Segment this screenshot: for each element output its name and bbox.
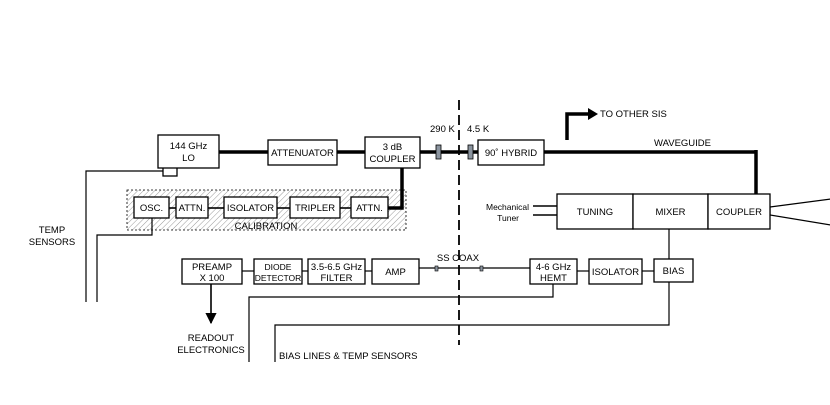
temp-sensors-label-line1: TEMP — [39, 225, 65, 236]
hemt-bias-line — [248, 284, 554, 362]
temp-sensor-line-1 — [85, 170, 163, 302]
preamp-label-line2: X 100 — [200, 273, 225, 284]
temp-45k-label: 4.5 K — [467, 124, 490, 135]
tuning-block: TUNING — [556, 193, 634, 230]
coax-connector-2 — [479, 265, 484, 272]
mixer-label: MIXER — [655, 207, 685, 218]
temp-sensor-line-2 — [96, 216, 153, 302]
coupler-horn-block: COUPLER — [707, 193, 771, 230]
attenuator-label: ATTENUATOR — [271, 148, 334, 159]
bias-label: BIAS — [663, 266, 685, 277]
temp-290k-label: 290 K — [430, 124, 455, 135]
attenuator-block: ATTENUATOR — [267, 139, 338, 166]
bias-block: BIAS — [653, 258, 694, 283]
readout-label-line1: READOUT — [188, 333, 235, 344]
tuning-label: TUNING — [577, 207, 613, 218]
isolator-cal-block: ISOLATOR — [223, 196, 278, 219]
osc-label: OSC. — [140, 203, 163, 214]
preamp-label-line1: PREAMP — [192, 262, 232, 273]
coupler3db-label-line2: COUPLER — [370, 154, 416, 165]
coax-connector-1 — [434, 265, 439, 272]
flange-45k — [467, 144, 474, 160]
ss-coax-label: SS COAX — [437, 253, 480, 264]
lo-label-line2: LO — [182, 153, 195, 164]
osc-block: OSC. — [133, 196, 170, 219]
attn2-block: ATTN. — [350, 196, 389, 219]
cal-to-coupler-line — [388, 165, 404, 210]
isolator-if-block: ISOLATOR — [588, 258, 643, 285]
bias-lines-label: BIAS LINES & TEMP SENSORS — [279, 351, 418, 362]
tripler-block: TRIPLER — [289, 196, 341, 219]
filter-block: 3.5-6.5 GHz FILTER — [307, 258, 366, 285]
attn1-block: ATTN. — [175, 196, 209, 219]
mech-tuner-label-line1: Mechanical — [486, 202, 529, 212]
hybrid-block: 90˚ HYBRID — [477, 139, 545, 166]
amp-label: AMP — [385, 267, 406, 278]
flange-290k — [435, 144, 442, 160]
hybrid-label: 90˚ HYBRID — [485, 148, 537, 159]
diode-label-line2: DETECTOR — [255, 273, 302, 283]
filter-label-line2: FILTER — [320, 273, 352, 284]
attn2-label: ATTN. — [356, 203, 383, 214]
readout-label-line2: ELECTRONICS — [177, 345, 245, 356]
temp-sensors-label-line2: SENSORS — [29, 237, 75, 248]
feed-horn — [769, 198, 830, 226]
to-other-sis-label: TO OTHER SIS — [600, 109, 667, 120]
lo-block: 144 GHz LO — [157, 134, 220, 169]
diode-label-line1: DIODE — [265, 262, 292, 272]
coupler-horn-label: COUPLER — [716, 207, 762, 218]
hemt-label-line2: HEMT — [540, 273, 567, 284]
to-other-sis-line — [565, 112, 590, 140]
preamp-block: PREAMP X 100 — [181, 258, 243, 285]
to-other-sis-arrow — [588, 108, 598, 120]
bias-sensor-line — [274, 282, 670, 362]
filter-label-line1: 3.5-6.5 GHz — [311, 262, 362, 273]
isolator-if-label: ISOLATOR — [592, 267, 639, 278]
hemt-label-line1: 4-6 GHz — [536, 262, 572, 273]
tripler-label: TRIPLER — [295, 203, 335, 214]
diode-block: DIODE DETECTOR — [253, 258, 303, 285]
amp-block: AMP — [371, 258, 420, 285]
lo-label-line1: 144 GHz — [170, 141, 208, 152]
coupler3db-label-line1: 3 dB — [383, 142, 403, 153]
attn1-label: ATTN. — [179, 203, 206, 214]
isolator-cal-label: ISOLATOR — [227, 203, 274, 214]
calibration-label: CALIBRATION — [235, 221, 298, 232]
coupler-3db-block: 3 dB COUPLER — [364, 136, 421, 169]
mech-tuner-label-line2: Tuner — [497, 213, 519, 223]
waveguide-label: WAVEGUIDE — [654, 138, 711, 149]
mixer-block: MIXER — [632, 193, 709, 230]
hemt-block: 4-6 GHz HEMT — [529, 258, 578, 285]
